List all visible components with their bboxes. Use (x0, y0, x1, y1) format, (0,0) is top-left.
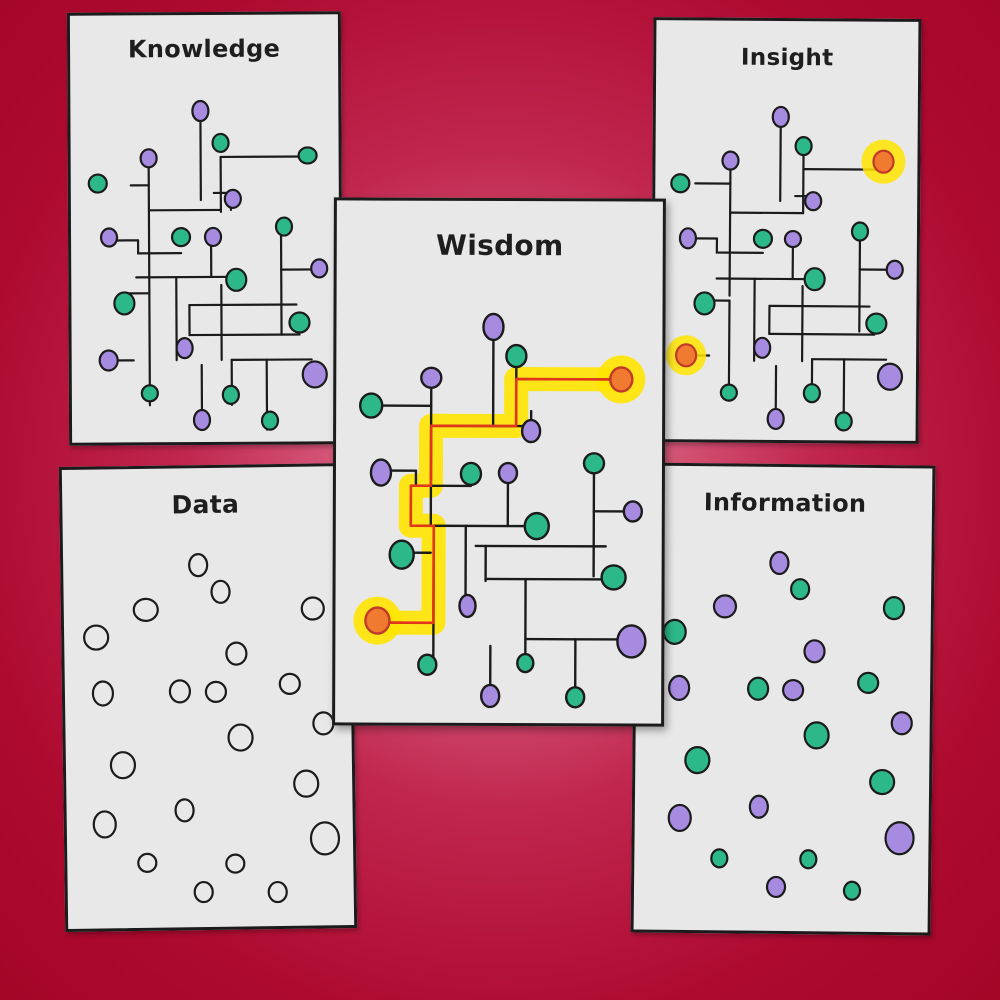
knowledge-network (87, 99, 329, 432)
wisdom-card: Wisdom (332, 197, 666, 727)
information-card: Information (630, 462, 936, 936)
information-dots (662, 550, 915, 901)
wisdom-end-node (364, 606, 391, 635)
data-dots (83, 553, 341, 904)
insight-network (666, 105, 906, 432)
wisdom-network (353, 312, 647, 709)
data-card: Data (58, 462, 358, 933)
wisdom-path-highlight (368, 367, 634, 635)
knowledge-card: Knowledge (66, 11, 344, 446)
wisdom-path (379, 377, 623, 625)
wisdom-start-node (609, 366, 634, 393)
insight-card: Insight (650, 17, 922, 444)
